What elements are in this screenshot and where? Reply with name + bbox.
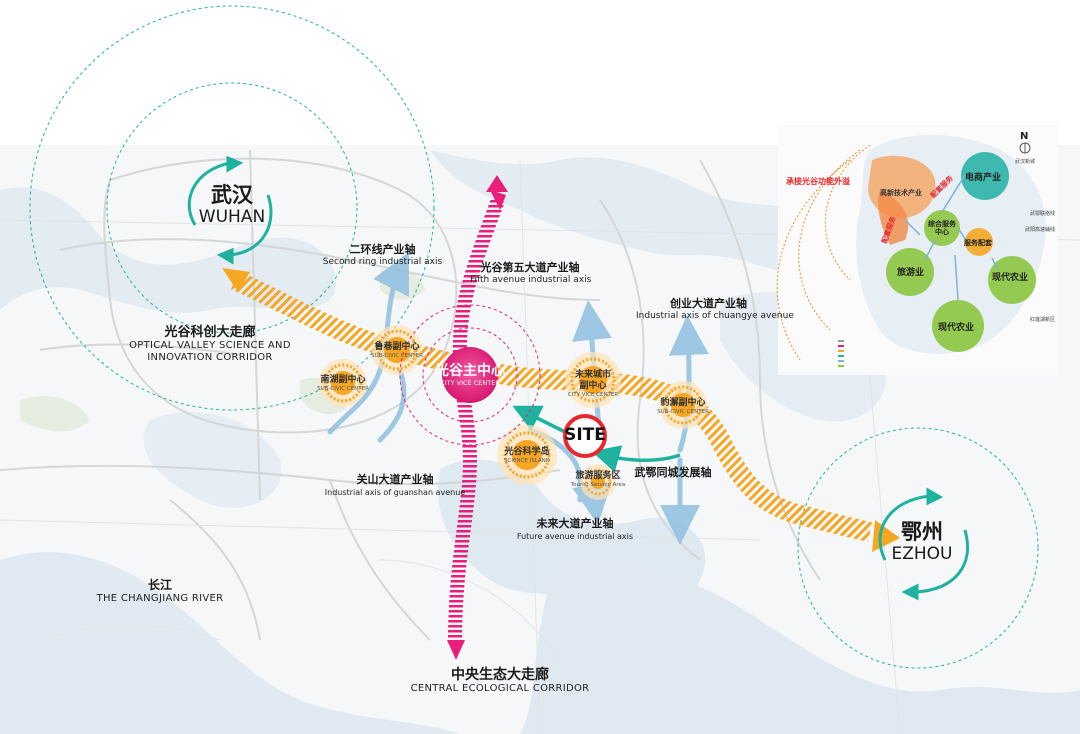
future-axis-en: Future avenue industrial axis bbox=[516, 532, 634, 541]
wuhan-inner-ring bbox=[106, 82, 358, 334]
baodian-center-node bbox=[659, 381, 707, 429]
inset-tag-high-tech: 高新技术产业 bbox=[880, 189, 922, 197]
tourism-en: Tourist Service Area bbox=[570, 482, 626, 488]
main-center-zh: 光谷主中心 bbox=[435, 363, 505, 379]
optical-valley-zh: 光谷科创大走廊 bbox=[164, 325, 256, 340]
nanhu-zh: 南湖副中心 bbox=[320, 375, 366, 385]
fifth-avenue-axis-label: 光谷第五大道产业轴 Fifth avenue industrial axis bbox=[470, 260, 592, 286]
main-center-node bbox=[399, 304, 541, 446]
baodian-en: SUB-CIVIC CENTER bbox=[657, 409, 709, 415]
influence-rings bbox=[29, 5, 1039, 669]
wuhan-ezhou-axis-label: 武鄂同城发展轴 bbox=[628, 465, 718, 480]
site-label: SITE bbox=[564, 425, 606, 445]
nanhu-center-node bbox=[319, 359, 367, 407]
future-axis-zh: 未来大道产业轴 bbox=[536, 517, 614, 530]
optical-valley-corridor-label: 光谷科创大走廊 OPTICAL VALLEY SCIENCE AND INNOV… bbox=[120, 325, 300, 364]
science-island-node bbox=[497, 425, 557, 485]
chuangye-en: Industrial axis of chuangye avenue bbox=[636, 311, 794, 321]
future-city-center-label: 未来城市 副中心 CITY VICE CENTER bbox=[563, 370, 623, 399]
wuhan-ezhou-axis bbox=[512, 405, 681, 473]
inset-headline: 承接光谷功能外溢 bbox=[786, 177, 850, 186]
tourism-zh: 旅游服务区 bbox=[575, 471, 621, 481]
inset-circle-service-center: 综合服务中心 bbox=[928, 220, 956, 236]
optical-valley-en2: INNOVATION CORRIDOR bbox=[147, 352, 273, 363]
tourism-label: 旅游服务区 Tourist Service Area bbox=[568, 471, 628, 489]
tourism-node bbox=[580, 464, 616, 500]
science-island-label: 光谷科学岛 SCIENCE ISLAND bbox=[497, 447, 557, 465]
inset-circle-tourism: 旅游业 bbox=[897, 268, 925, 278]
fifth-avenue-zh: 光谷第五大道产业轴 bbox=[480, 261, 580, 274]
chuangye-zh: 创业大道产业轴 bbox=[670, 297, 747, 310]
ezhou-ring bbox=[878, 487, 970, 601]
wuhan-label: 武汉 WUHAN bbox=[190, 183, 274, 227]
nanhu-en: SUB-CIVIC CENTER bbox=[317, 386, 369, 392]
future-axis-label: 未来大道产业轴 Future avenue industrial axis bbox=[510, 516, 640, 542]
future-city-zh1: 未来城市 bbox=[574, 370, 611, 380]
chuangye-axis-label: 创业大道产业轴 Industrial axis of chuangye aven… bbox=[636, 296, 794, 322]
nanhu-center-label: 南湖副中心 SUB-CIVIC CENTER bbox=[313, 375, 373, 393]
guanshan-axis bbox=[377, 367, 407, 443]
north-indicator: N bbox=[1020, 131, 1029, 142]
central-ecological-en: CENTRAL ECOLOGICAL CORRIDOR bbox=[410, 683, 590, 694]
inset-circle-agriculture-2: 现代农业 bbox=[938, 323, 975, 333]
future-city-center-node bbox=[565, 352, 621, 408]
second-ring-en: Second ring industrial axis bbox=[322, 257, 443, 267]
guanshan-axis-label: 关山大道产业轴 Industrial axis of guanshan aven… bbox=[315, 472, 475, 498]
science-island-zh: 光谷科学岛 bbox=[504, 447, 550, 457]
ezhou-outer-ring bbox=[797, 427, 1039, 669]
inset-circle-agriculture-1: 现代农业 bbox=[992, 273, 1029, 283]
future-city-zh2: 副中心 bbox=[579, 381, 607, 391]
sub-centers bbox=[319, 325, 707, 500]
wuhan-ezhou-zh: 武鄂同城发展轴 bbox=[634, 466, 712, 479]
fifth-avenue-en: Fifth avenue industrial axis bbox=[470, 275, 592, 285]
site-marker bbox=[563, 414, 607, 458]
ezhou-zh: 鄂州 bbox=[901, 520, 943, 544]
optical-valley-en1: OPTICAL VALLEY SCIENCE AND bbox=[129, 340, 291, 351]
ezhou-en: EZHOU bbox=[891, 544, 953, 564]
central-ecological-corridor bbox=[447, 175, 508, 660]
inset-side-label-2: 武阳高速辅线 bbox=[1025, 227, 1056, 233]
wuhan-outer-ring bbox=[29, 5, 435, 411]
future-city-en: CITY VICE CENTER bbox=[567, 392, 619, 398]
river-zh: 长江 bbox=[147, 578, 172, 592]
central-ecological-zh: 中央生态大走廊 bbox=[451, 667, 549, 683]
guanshan-en: Industrial axis of guanshan avenue bbox=[324, 488, 466, 497]
wuhan-en: WUHAN bbox=[198, 207, 266, 227]
baodian-zh: 豹澥副中心 bbox=[660, 398, 706, 408]
inset-circle-ecommerce: 电商产业 bbox=[965, 173, 1002, 183]
luxiang-en: SUB-CIVIC CENTER bbox=[371, 353, 423, 359]
wuhan-ring bbox=[187, 155, 273, 265]
inset-side-label-4: 武汉新城 bbox=[1015, 159, 1036, 165]
luxiang-center-node bbox=[372, 325, 422, 375]
luxiang-center-label: 鲁巷副中心 SUB-CIVIC CENTER bbox=[367, 342, 427, 360]
guanshan-zh: 关山大道产业轴 bbox=[356, 473, 434, 486]
central-ecological-label: 中央生态大走廊 CENTRAL ECOLOGICAL CORRIDOR bbox=[410, 668, 590, 695]
river-en: THE CHANGJIANG RIVER bbox=[96, 593, 224, 604]
inset-circle-support: 服务配套 bbox=[964, 239, 992, 247]
inset-side-label-3: 红莲湖新区 bbox=[1030, 317, 1056, 323]
wuhan-zh: 武汉 bbox=[211, 183, 253, 207]
second-ring-axis bbox=[327, 252, 409, 435]
luxiang-zh: 鲁巷副中心 bbox=[374, 342, 420, 352]
inset-map bbox=[776, 125, 1058, 375]
baodian-center-label: 豹澥副中心 SUB-CIVIC CENTER bbox=[653, 398, 713, 416]
science-island-en: SCIENCE ISLAND bbox=[503, 458, 551, 464]
river-label: 长江 THE CHANGJIANG RIVER bbox=[90, 578, 230, 605]
inset-side-label-1: 武鄂联络线 bbox=[1030, 211, 1056, 217]
second-ring-zh: 二环线产业轴 bbox=[349, 243, 416, 256]
second-ring-axis-label: 二环线产业轴 Second ring industrial axis bbox=[320, 242, 445, 268]
main-center-label: 光谷主中心 CITY VICE CENTER bbox=[430, 363, 510, 387]
main-center-en: CITY VICE CENTER bbox=[440, 379, 500, 387]
ezhou-label: 鄂州 EZHOU bbox=[880, 520, 964, 564]
